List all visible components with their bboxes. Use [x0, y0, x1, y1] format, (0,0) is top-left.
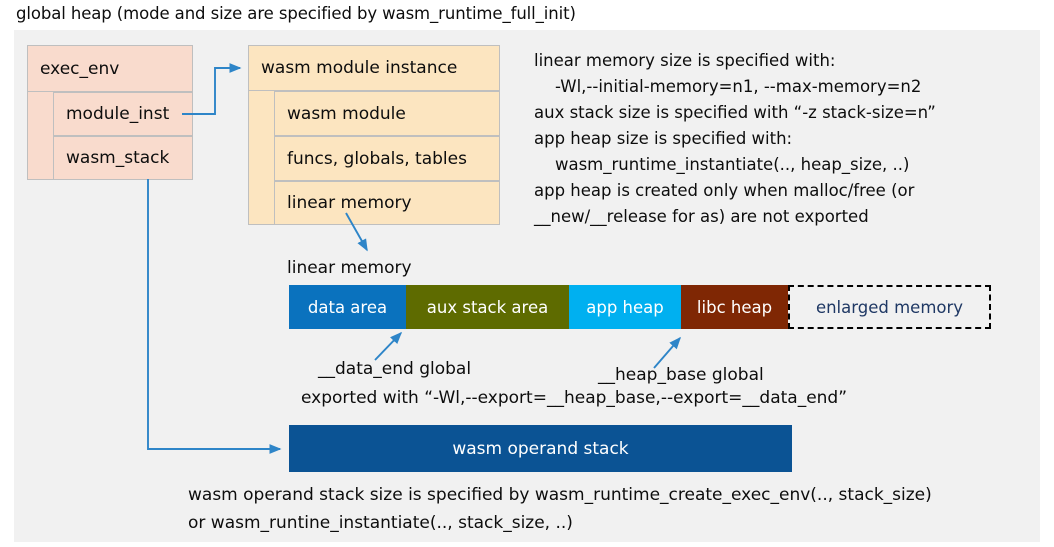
mem-segment-libc-heap: libc heap	[681, 285, 788, 329]
exec-env-header-label: exec_env	[40, 58, 120, 79]
mem-segment-app-heap: app heap	[569, 285, 681, 329]
wasm-module-instance-header-label: wasm module instance	[261, 58, 458, 78]
exported-with-label: exported with “-Wl,--export=__heap_base,…	[301, 388, 848, 408]
linear-memory-notes: linear memory size is specified with: -W…	[534, 51, 936, 226]
mem-segment-enlarged-memory-label: enlarged memory	[815, 297, 964, 317]
linear-memory-caption: linear memory	[287, 258, 412, 278]
wasm-module-instance-indent-column	[248, 91, 274, 225]
exec-env-row-wasm-stack: wasm_stack	[53, 136, 193, 180]
mem-segment-aux-stack-area: aux stack area	[406, 285, 569, 329]
data-end-global-label: __data_end global	[318, 359, 472, 379]
wasm-module-label: wasm module	[287, 103, 406, 124]
wasm-module-instance-header: wasm module instance	[248, 45, 500, 91]
page-title: global heap (mode and size are specified…	[16, 4, 576, 23]
mem-segment-aux-stack-area-label: aux stack area	[426, 297, 549, 317]
module-inst-label: module_inst	[66, 104, 170, 124]
wasm-operand-stack-label: wasm operand stack	[452, 438, 629, 459]
exec-env-indent-column	[27, 92, 53, 180]
wmi-row-funcs-globals-tables: funcs, globals, tables	[274, 136, 500, 181]
exec-env-header: exec_env	[27, 45, 193, 92]
mem-segment-libc-heap-label: libc heap	[696, 297, 773, 317]
mem-segment-data-area: data area	[289, 285, 406, 329]
wmi-row-wasm-module: wasm module	[274, 91, 500, 136]
linear-memory-bar: data area aux stack area app heap libc h…	[289, 285, 991, 329]
wasm-stack-label: wasm_stack	[66, 148, 170, 168]
heap-base-global-label: __heap_base global	[598, 365, 764, 385]
wmi-row-linear-memory: linear memory	[274, 181, 500, 225]
exec-env-row-module-inst: module_inst	[53, 92, 193, 136]
mem-segment-data-area-label: data area	[307, 297, 388, 317]
funcs-globals-tables-label: funcs, globals, tables	[287, 148, 467, 169]
operand-stack-notes: wasm operand stack size is specified by …	[188, 485, 932, 533]
linear-memory-row-label: linear memory	[287, 193, 412, 213]
mem-segment-app-heap-label: app heap	[586, 297, 664, 317]
mem-segment-enlarged-memory: enlarged memory	[788, 285, 991, 329]
wasm-operand-stack-box: wasm operand stack	[289, 425, 792, 472]
